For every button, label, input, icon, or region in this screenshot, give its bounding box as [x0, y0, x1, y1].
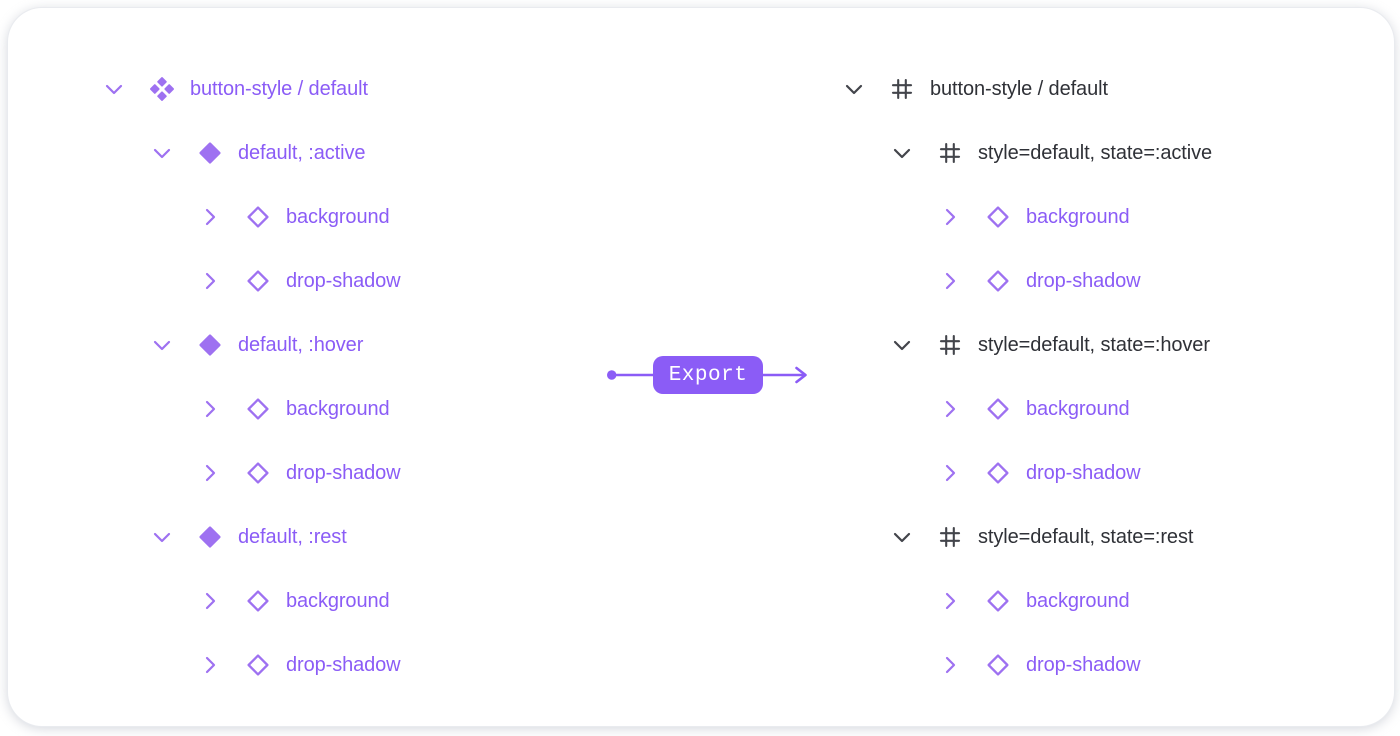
export-connector: Export	[607, 356, 807, 394]
instance-icon	[245, 204, 271, 230]
layer-row[interactable]: drop-shadow	[841, 649, 1212, 681]
chevron-right-icon[interactable]	[937, 460, 963, 486]
layer-row[interactable]: drop-shadow	[841, 265, 1212, 297]
chevron-down-icon[interactable]	[841, 76, 867, 102]
layer-row[interactable]: button-style / default	[101, 73, 401, 105]
chevron-right-icon[interactable]	[197, 268, 223, 294]
instance-icon	[245, 396, 271, 422]
layer-label: drop-shadow	[286, 461, 401, 484]
layer-label: drop-shadow	[286, 269, 401, 292]
layer-label: style=default, state=:hover	[978, 333, 1210, 356]
layer-row[interactable]: style=default, state=:rest	[841, 521, 1212, 553]
layer-row[interactable]: background	[101, 393, 401, 425]
chevron-right-icon[interactable]	[197, 652, 223, 678]
frame-icon	[937, 524, 963, 550]
layer-label: drop-shadow	[1026, 653, 1141, 676]
chevron-down-icon[interactable]	[149, 524, 175, 550]
chevron-down-icon[interactable]	[889, 140, 915, 166]
chevron-down-icon[interactable]	[889, 332, 915, 358]
instance-icon	[985, 588, 1011, 614]
canvas-card: button-style / default default, :active ba…	[8, 8, 1394, 726]
layers-tree-exported: button-style / default style=default, sta…	[841, 73, 1212, 681]
component-set-icon	[149, 76, 175, 102]
layer-label: style=default, state=:active	[978, 141, 1213, 164]
layer-label: background	[1026, 205, 1130, 228]
layer-label: default, :active	[238, 141, 366, 164]
component-icon	[197, 524, 223, 550]
layer-label: background	[286, 397, 390, 420]
layer-row[interactable]: background	[841, 393, 1212, 425]
instance-icon	[245, 652, 271, 678]
layer-row[interactable]: default, :active	[101, 137, 401, 169]
layer-label: background	[1026, 589, 1130, 612]
layer-row[interactable]: default, :hover	[101, 329, 401, 361]
chevron-right-icon[interactable]	[937, 204, 963, 230]
frame-icon	[937, 140, 963, 166]
layer-row[interactable]: background	[841, 585, 1212, 617]
layer-label: background	[1026, 397, 1130, 420]
layer-row[interactable]: drop-shadow	[101, 265, 401, 297]
layer-row[interactable]: button-style / default	[841, 73, 1212, 105]
instance-icon	[245, 588, 271, 614]
export-button[interactable]: Export	[653, 356, 763, 394]
layer-label: default, :rest	[238, 525, 347, 548]
layer-row[interactable]: drop-shadow	[101, 457, 401, 489]
instance-icon	[245, 460, 271, 486]
chevron-down-icon[interactable]	[101, 76, 127, 102]
layer-label: drop-shadow	[286, 653, 401, 676]
layer-row[interactable]: default, :rest	[101, 521, 401, 553]
layer-label: button-style / default	[930, 77, 1108, 100]
layer-row[interactable]: background	[841, 201, 1212, 233]
connector-dot-line	[607, 370, 653, 380]
layer-label: background	[286, 205, 390, 228]
frame-icon	[937, 332, 963, 358]
instance-icon	[985, 204, 1011, 230]
chevron-right-icon[interactable]	[937, 588, 963, 614]
layer-label: drop-shadow	[1026, 269, 1141, 292]
layer-label: button-style / default	[190, 77, 368, 100]
chevron-right-icon[interactable]	[197, 460, 223, 486]
instance-icon	[985, 268, 1011, 294]
arrow-right-icon	[763, 366, 807, 384]
layers-tree-source: button-style / default default, :active ba…	[101, 73, 401, 681]
layer-row[interactable]: style=default, state=:active	[841, 137, 1212, 169]
chevron-right-icon[interactable]	[197, 396, 223, 422]
chevron-right-icon[interactable]	[197, 588, 223, 614]
chevron-right-icon[interactable]	[937, 396, 963, 422]
layer-label: default, :hover	[238, 333, 364, 356]
layer-label: background	[286, 589, 390, 612]
layer-row[interactable]: background	[101, 585, 401, 617]
chevron-right-icon[interactable]	[937, 652, 963, 678]
chevron-right-icon[interactable]	[937, 268, 963, 294]
layer-label: drop-shadow	[1026, 461, 1141, 484]
component-icon	[197, 140, 223, 166]
component-icon	[197, 332, 223, 358]
instance-icon	[245, 268, 271, 294]
chevron-down-icon[interactable]	[889, 524, 915, 550]
layer-row[interactable]: background	[101, 201, 401, 233]
instance-icon	[985, 460, 1011, 486]
chevron-down-icon[interactable]	[149, 140, 175, 166]
instance-icon	[985, 652, 1011, 678]
layer-row[interactable]: style=default, state=:hover	[841, 329, 1212, 361]
layer-row[interactable]: drop-shadow	[101, 649, 401, 681]
layer-row[interactable]: drop-shadow	[841, 457, 1212, 489]
chevron-down-icon[interactable]	[149, 332, 175, 358]
instance-icon	[985, 396, 1011, 422]
layer-label: style=default, state=:rest	[978, 525, 1194, 548]
frame-icon	[889, 76, 915, 102]
chevron-right-icon[interactable]	[197, 204, 223, 230]
